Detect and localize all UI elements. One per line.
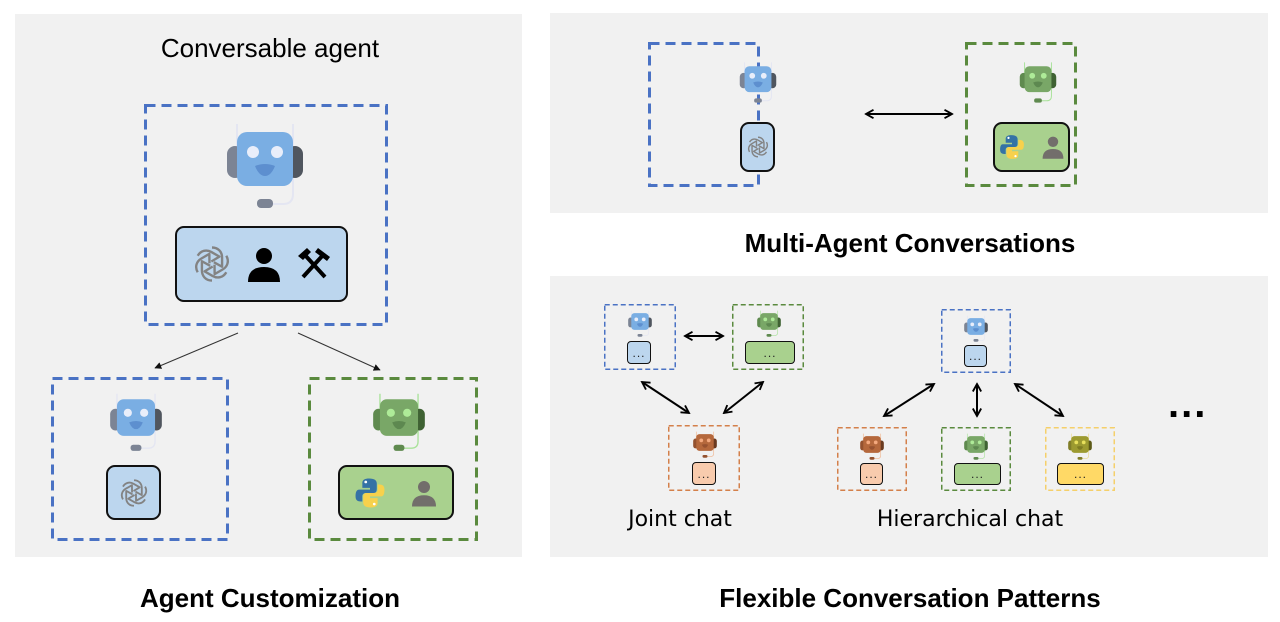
custom-agent-box-llm <box>51 377 229 541</box>
capability-box-ellipsis: ... <box>860 463 883 485</box>
more-patterns-ellipsis: ... <box>1168 382 1208 426</box>
robot-icon <box>1063 433 1097 461</box>
multi-agent-box-python-human <box>965 42 1077 187</box>
python-icon <box>353 476 387 510</box>
custom-agent-box-python-human <box>308 377 478 541</box>
hierarchical-chat-agent-blue <box>941 309 1011 373</box>
robot-icon <box>855 433 889 461</box>
flexible-conversation-patterns-caption: Flexible Conversation Patterns <box>719 583 1101 613</box>
robot-icon <box>959 433 993 461</box>
tools-icon <box>294 244 334 284</box>
robot-icon <box>215 122 315 212</box>
python-icon <box>998 133 1026 161</box>
joint-chat-agent-green <box>732 304 804 370</box>
capability-box-ellipsis: ... <box>964 345 987 367</box>
robot-icon <box>959 315 993 343</box>
capability-box <box>175 226 348 302</box>
openai-llm-icon <box>117 476 151 510</box>
joint-chat-label: Joint chat <box>628 507 732 532</box>
capability-box-ellipsis: ... <box>745 341 795 364</box>
robot-icon <box>688 431 722 459</box>
hierarchical-chat-agent-yellow <box>1045 427 1115 491</box>
bidirectional-arrow <box>642 382 689 413</box>
bidirectional-arrow <box>884 384 934 416</box>
capability-box-ellipsis: ... <box>1057 463 1104 485</box>
bidirectional-arrow <box>724 382 763 413</box>
capability-box-ellipsis: ... <box>692 462 716 485</box>
bidirectional-arrow <box>1015 384 1063 416</box>
human-icon <box>409 478 439 508</box>
capability-box-ellipsis: ... <box>954 463 1001 485</box>
hierarchical-chat-label: Hierarchical chat <box>876 507 1064 532</box>
conversable-agent-box <box>144 104 388 326</box>
capability-box <box>338 465 454 520</box>
robot-icon <box>734 52 782 114</box>
robot-icon <box>365 392 433 454</box>
capability-box <box>740 122 775 172</box>
joint-chat-agent-orange <box>668 425 740 491</box>
human-icon <box>244 244 284 284</box>
openai-llm-icon <box>745 134 771 160</box>
multi-agent-conversations-caption: Multi-Agent Conversations <box>744 228 1076 258</box>
capability-box-ellipsis: ... <box>627 341 651 364</box>
capability-box <box>106 465 161 520</box>
hierarchical-chat-agent-orange <box>837 427 907 491</box>
robot-icon <box>1014 52 1062 114</box>
multi-agent-box-llm <box>648 42 760 187</box>
arrow-to-python-human-agent <box>297 332 381 371</box>
robot-icon <box>752 310 786 338</box>
robot-icon <box>623 310 657 338</box>
openai-llm-icon <box>190 242 234 286</box>
hierarchical-chat-agent-green <box>941 427 1011 491</box>
human-icon <box>1040 134 1066 160</box>
conversable-agent-heading: Conversable agent <box>160 33 380 63</box>
robot-icon <box>102 392 170 454</box>
joint-chat-agent-blue <box>604 304 676 370</box>
agent-customization-caption: Agent Customization <box>140 583 400 613</box>
capability-box <box>993 122 1070 172</box>
arrow-to-llm-agent <box>154 332 239 369</box>
